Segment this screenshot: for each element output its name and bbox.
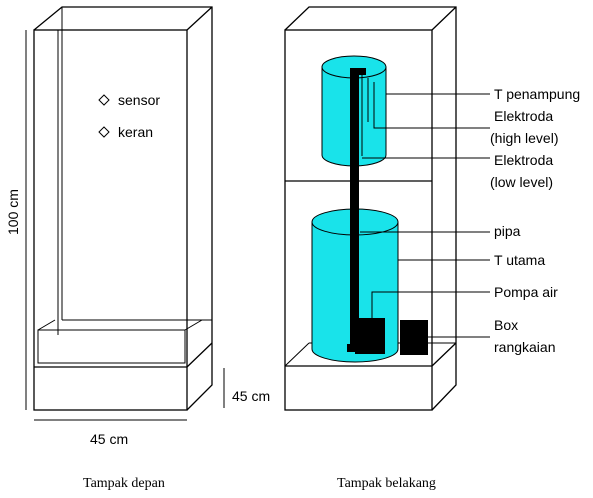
drawer-corner-right xyxy=(184,319,203,331)
sensor-legend: sensor xyxy=(98,92,160,108)
sensor-label: sensor xyxy=(118,92,160,108)
bottom-shelf-depth xyxy=(431,342,457,367)
width-dimension: 45 cm xyxy=(34,419,187,447)
drawer-corner-left xyxy=(37,319,56,331)
label-high-level: (high level) xyxy=(490,130,558,146)
pump-outlet xyxy=(347,344,361,352)
pipe xyxy=(350,68,366,344)
label-t-utama: T utama xyxy=(494,252,545,268)
keran-label: keran xyxy=(118,124,153,140)
label-low-level: (low level) xyxy=(490,174,553,190)
label-elektroda-high: Elektroda xyxy=(494,108,553,124)
bottom-shelf-depth-left xyxy=(284,342,310,367)
label-rangkaian: rangkaian xyxy=(494,339,556,355)
front-view-cabinet xyxy=(33,6,213,411)
diamond-icon xyxy=(98,94,110,106)
callout-lines xyxy=(360,82,490,338)
back-face xyxy=(284,29,433,411)
back-view-caption: Tampak belakang xyxy=(337,476,436,491)
callout-pompa-air xyxy=(371,291,490,320)
diamond-icon xyxy=(98,126,110,138)
depth-dimension-label: 45 cm xyxy=(232,388,270,404)
pipe-elbow xyxy=(350,68,366,75)
base-divider-depth xyxy=(186,342,213,368)
width-dimension-label: 45 cm xyxy=(90,431,128,447)
label-t-penampung: T penampung xyxy=(494,86,580,102)
label-pipa: pipa xyxy=(494,223,521,239)
height-dimension: 100 cm xyxy=(5,30,27,410)
keran-legend: keran xyxy=(98,124,153,140)
callout-elektroda-high xyxy=(373,82,490,129)
back-top-right-edge xyxy=(431,6,457,31)
label-elektroda-low: Elektroda xyxy=(494,152,553,168)
circuit-box xyxy=(400,320,428,355)
depth-dimension: 45 cm xyxy=(223,368,270,408)
top-right-edge xyxy=(186,6,213,31)
electrodes xyxy=(361,72,369,156)
label-box: Box xyxy=(494,317,518,333)
height-dimension-label: 100 cm xyxy=(5,189,21,235)
front-view-caption: Tampak depan xyxy=(83,476,165,491)
label-pompa-air: Pompa air xyxy=(494,284,558,300)
bottom-drawer xyxy=(37,329,186,364)
front-face xyxy=(33,29,188,411)
component-labels: T penampung Elektroda (high level) Elekt… xyxy=(490,86,580,355)
pipe-body xyxy=(350,70,359,344)
